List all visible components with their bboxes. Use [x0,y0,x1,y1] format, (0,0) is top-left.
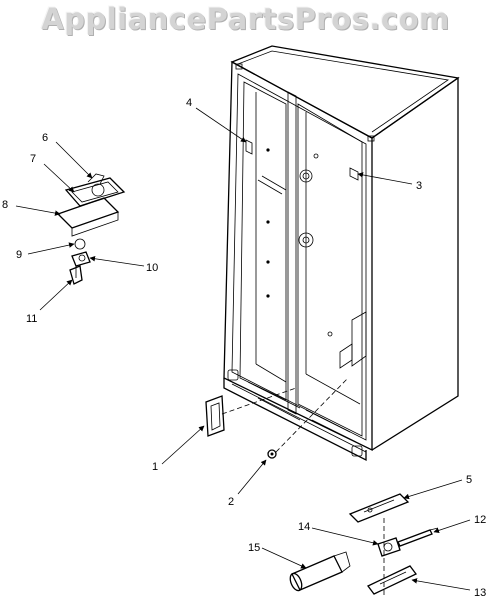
part-5-bracket [348,493,410,523]
refrigerator-cabinet [223,45,460,462]
callout-label-6: 6 [42,132,48,144]
callout-leaders [15,107,471,591]
assembly-line-2 [275,377,349,453]
callout-label-14: 14 [298,521,310,533]
part-1-component [205,395,225,437]
callout-label-15: 15 [248,542,260,554]
callout-label-2: 2 [228,496,234,508]
callout-label-8: 8 [2,199,8,211]
callout-label-1: 1 [152,461,158,473]
callout-label-7: 7 [30,153,36,165]
callout-label-13: 13 [474,587,486,599]
part-15-filter [289,551,351,592]
callout-label-12: 12 [474,514,486,526]
ice-maker-assembly [56,173,126,285]
callout-label-3: 3 [416,180,422,192]
callout-label-5: 5 [466,474,472,486]
callout-label-9: 9 [16,249,22,261]
callout-label-4: 4 [186,97,192,109]
part-13-bracket [367,565,417,595]
watermark-logo: AppliancePartsPros.com [41,2,450,36]
part-14-connector [377,537,401,557]
part-12-tube [397,527,439,547]
part-2-component [267,449,277,459]
callout-label-11: 11 [26,313,37,325]
assembly-line-1 [221,387,297,415]
callout-label-10: 10 [146,262,158,274]
